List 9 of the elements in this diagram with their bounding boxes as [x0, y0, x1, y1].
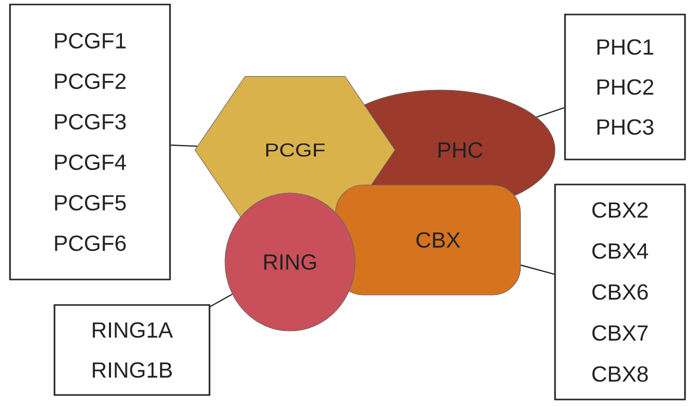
protein-rounded-box: CBX	[335, 184, 521, 296]
connector-line	[520, 264, 554, 275]
member-list-box: PHC1 PHC2 PHC3	[564, 14, 686, 160]
connector-line	[210, 294, 232, 307]
member-list-box: RING1A RING1B	[54, 304, 210, 396]
member-list-box: CBX2 CBX4 CBX6 CBX7 CBX8	[554, 184, 686, 400]
member-list-box: PCGF1 PCGF2 PCGF3 PCGF4 PCGF5 PCGF6	[9, 4, 171, 280]
connector-line	[170, 144, 198, 147]
connector-line	[536, 107, 564, 118]
